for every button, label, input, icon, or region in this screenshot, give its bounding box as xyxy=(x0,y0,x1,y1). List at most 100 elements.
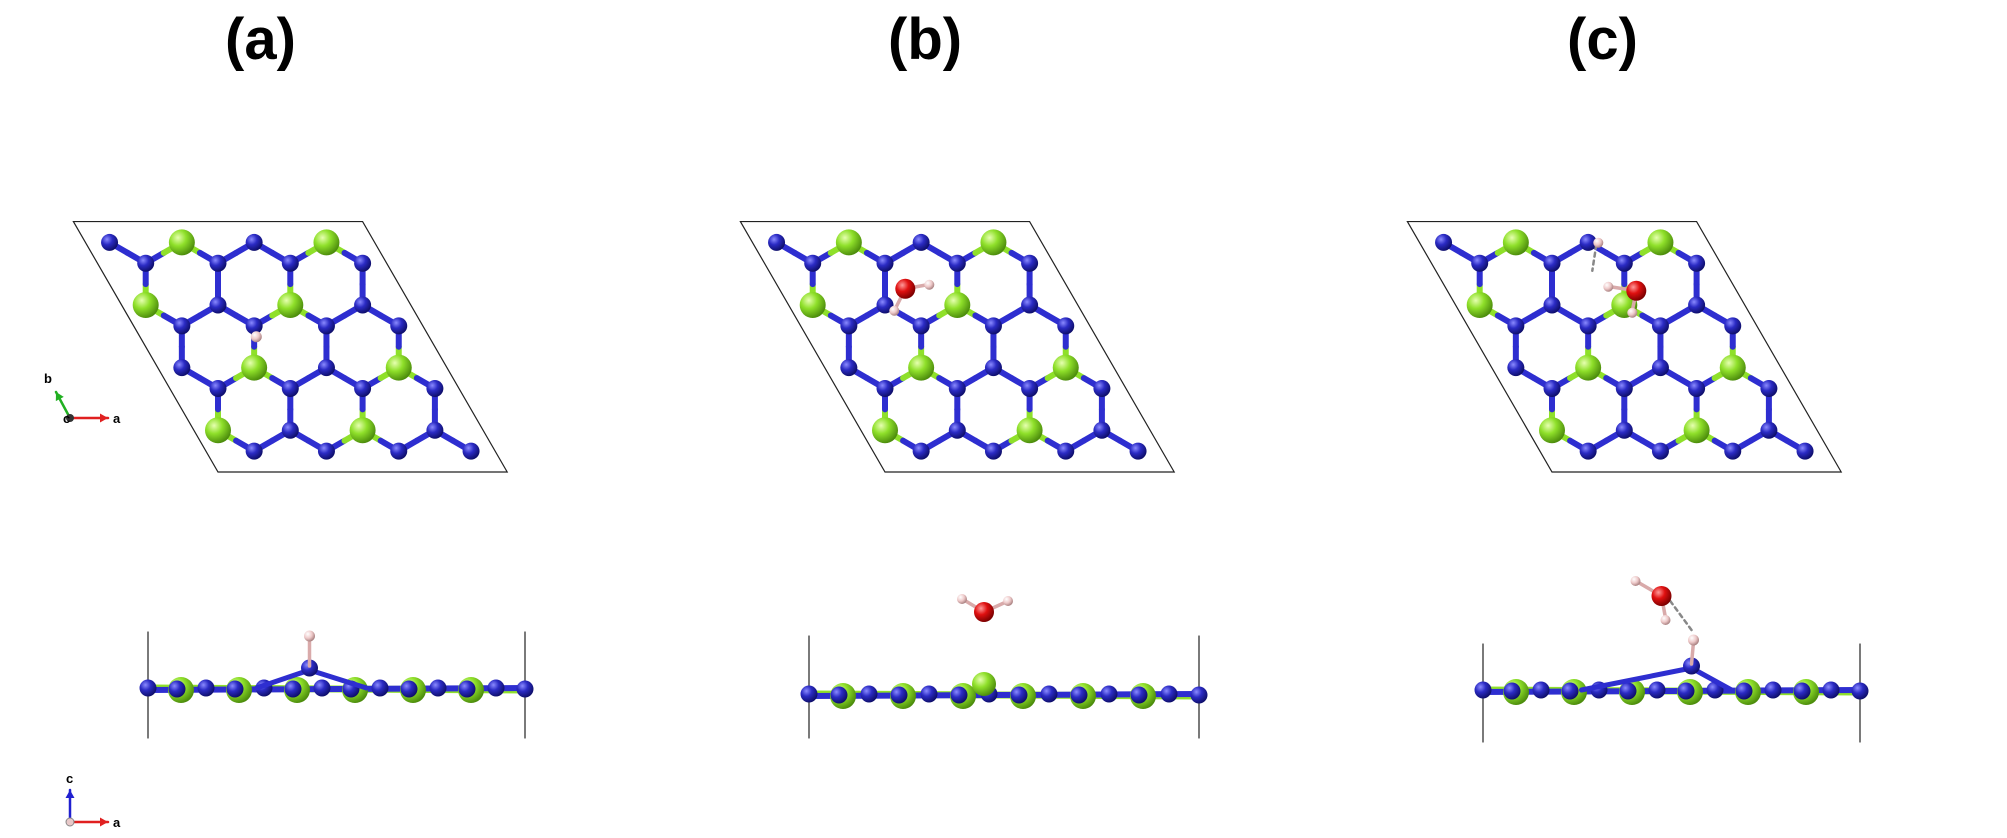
b-atom xyxy=(1647,229,1674,256)
n-atom xyxy=(462,442,480,460)
n-atom xyxy=(1615,380,1633,398)
o-atom xyxy=(974,602,994,622)
n-atom xyxy=(426,421,444,439)
n-atom xyxy=(281,421,299,439)
bonds xyxy=(1440,239,1809,455)
n-atom xyxy=(1579,317,1597,335)
bonds xyxy=(773,239,1142,455)
n-atom xyxy=(400,680,418,698)
n-atom xyxy=(830,686,848,704)
n-atom xyxy=(876,254,894,272)
n-atom xyxy=(173,359,191,377)
n-atom xyxy=(920,685,938,703)
n-atom xyxy=(1651,442,1669,460)
n-atom xyxy=(429,679,447,697)
n-atom xyxy=(1735,682,1753,700)
n-atom xyxy=(168,680,186,698)
n-atom xyxy=(1615,254,1633,272)
n-atom xyxy=(245,442,263,460)
adsorbate xyxy=(1591,237,1647,318)
n-atom xyxy=(1507,359,1525,377)
n-atom xyxy=(948,421,966,439)
nh-bond xyxy=(1689,640,1696,666)
n-atom xyxy=(313,679,331,697)
n-atom xyxy=(426,380,444,398)
b-atom xyxy=(908,354,935,381)
n-atom xyxy=(1793,682,1811,700)
axis-b-arrow-head xyxy=(55,392,64,402)
unit-cell-outline xyxy=(739,220,1176,473)
axis-a-arrow-head xyxy=(100,413,108,423)
b-atom xyxy=(872,417,898,444)
axes-indicator-side: ca xyxy=(65,771,121,830)
n-atom xyxy=(173,317,191,335)
n-atom xyxy=(860,685,878,703)
axes-indicator-top: b a c xyxy=(44,371,121,426)
n-atom xyxy=(840,317,858,335)
b-atom xyxy=(1502,229,1529,256)
atoms xyxy=(101,229,480,460)
bond xyxy=(1689,665,1734,693)
n-atom xyxy=(371,679,389,697)
n-atom xyxy=(1057,442,1075,460)
n-atom xyxy=(284,680,302,698)
bond xyxy=(307,667,369,691)
o-atom xyxy=(895,278,916,299)
bond xyxy=(1579,665,1694,693)
n-atom xyxy=(1724,317,1742,335)
b-atom xyxy=(205,417,231,444)
n-atom xyxy=(1543,296,1561,314)
n-atom xyxy=(1543,254,1561,272)
n-atom xyxy=(458,680,476,698)
n-atom xyxy=(1503,682,1521,700)
top-view-layer xyxy=(72,220,1843,473)
n-atom xyxy=(209,296,227,314)
n-atom xyxy=(1100,685,1118,703)
n-atom xyxy=(1683,657,1700,675)
atoms xyxy=(1435,229,1814,460)
n-atom xyxy=(1648,681,1666,699)
n-atom xyxy=(912,317,930,335)
b-atom xyxy=(1719,354,1746,381)
axis-b-label: b xyxy=(44,371,52,386)
n-atom xyxy=(281,380,299,398)
axis-c-label: c xyxy=(63,411,70,426)
b-atom xyxy=(799,292,826,319)
unit-cell-outline xyxy=(72,220,509,473)
n-atom xyxy=(984,442,1002,460)
n-atom xyxy=(1093,421,1111,439)
n-atom xyxy=(1474,681,1492,699)
n-atom xyxy=(1040,685,1058,703)
b-atom xyxy=(349,417,376,444)
h-atom xyxy=(957,594,967,604)
side-view-a xyxy=(139,630,534,739)
adsorbate xyxy=(250,331,262,343)
n-atom xyxy=(984,317,1002,335)
n-atom xyxy=(139,679,157,697)
n-atom xyxy=(800,685,818,703)
n-atom xyxy=(1435,233,1453,251)
n-atom xyxy=(1615,421,1633,439)
n-atom xyxy=(317,442,335,460)
n-atom xyxy=(1532,681,1550,699)
b-atom xyxy=(313,229,340,256)
n-atom xyxy=(912,233,930,251)
axis-c-label: c xyxy=(66,771,73,786)
n-atom xyxy=(948,254,966,272)
n-atom xyxy=(1677,682,1695,700)
n-atom xyxy=(1688,254,1706,272)
axis-a-label: a xyxy=(113,411,121,426)
b-atom xyxy=(385,354,412,381)
n-atom xyxy=(1579,442,1597,460)
n-atom xyxy=(1160,685,1178,703)
n-atom xyxy=(1724,442,1742,460)
b-atom xyxy=(1466,292,1493,319)
atoms xyxy=(768,229,1147,460)
n-atom xyxy=(1561,682,1579,700)
n-atom xyxy=(226,680,244,698)
b-atom xyxy=(1539,417,1565,444)
n-atom xyxy=(1651,317,1669,335)
n-atom xyxy=(317,359,335,377)
n-atom xyxy=(209,380,227,398)
